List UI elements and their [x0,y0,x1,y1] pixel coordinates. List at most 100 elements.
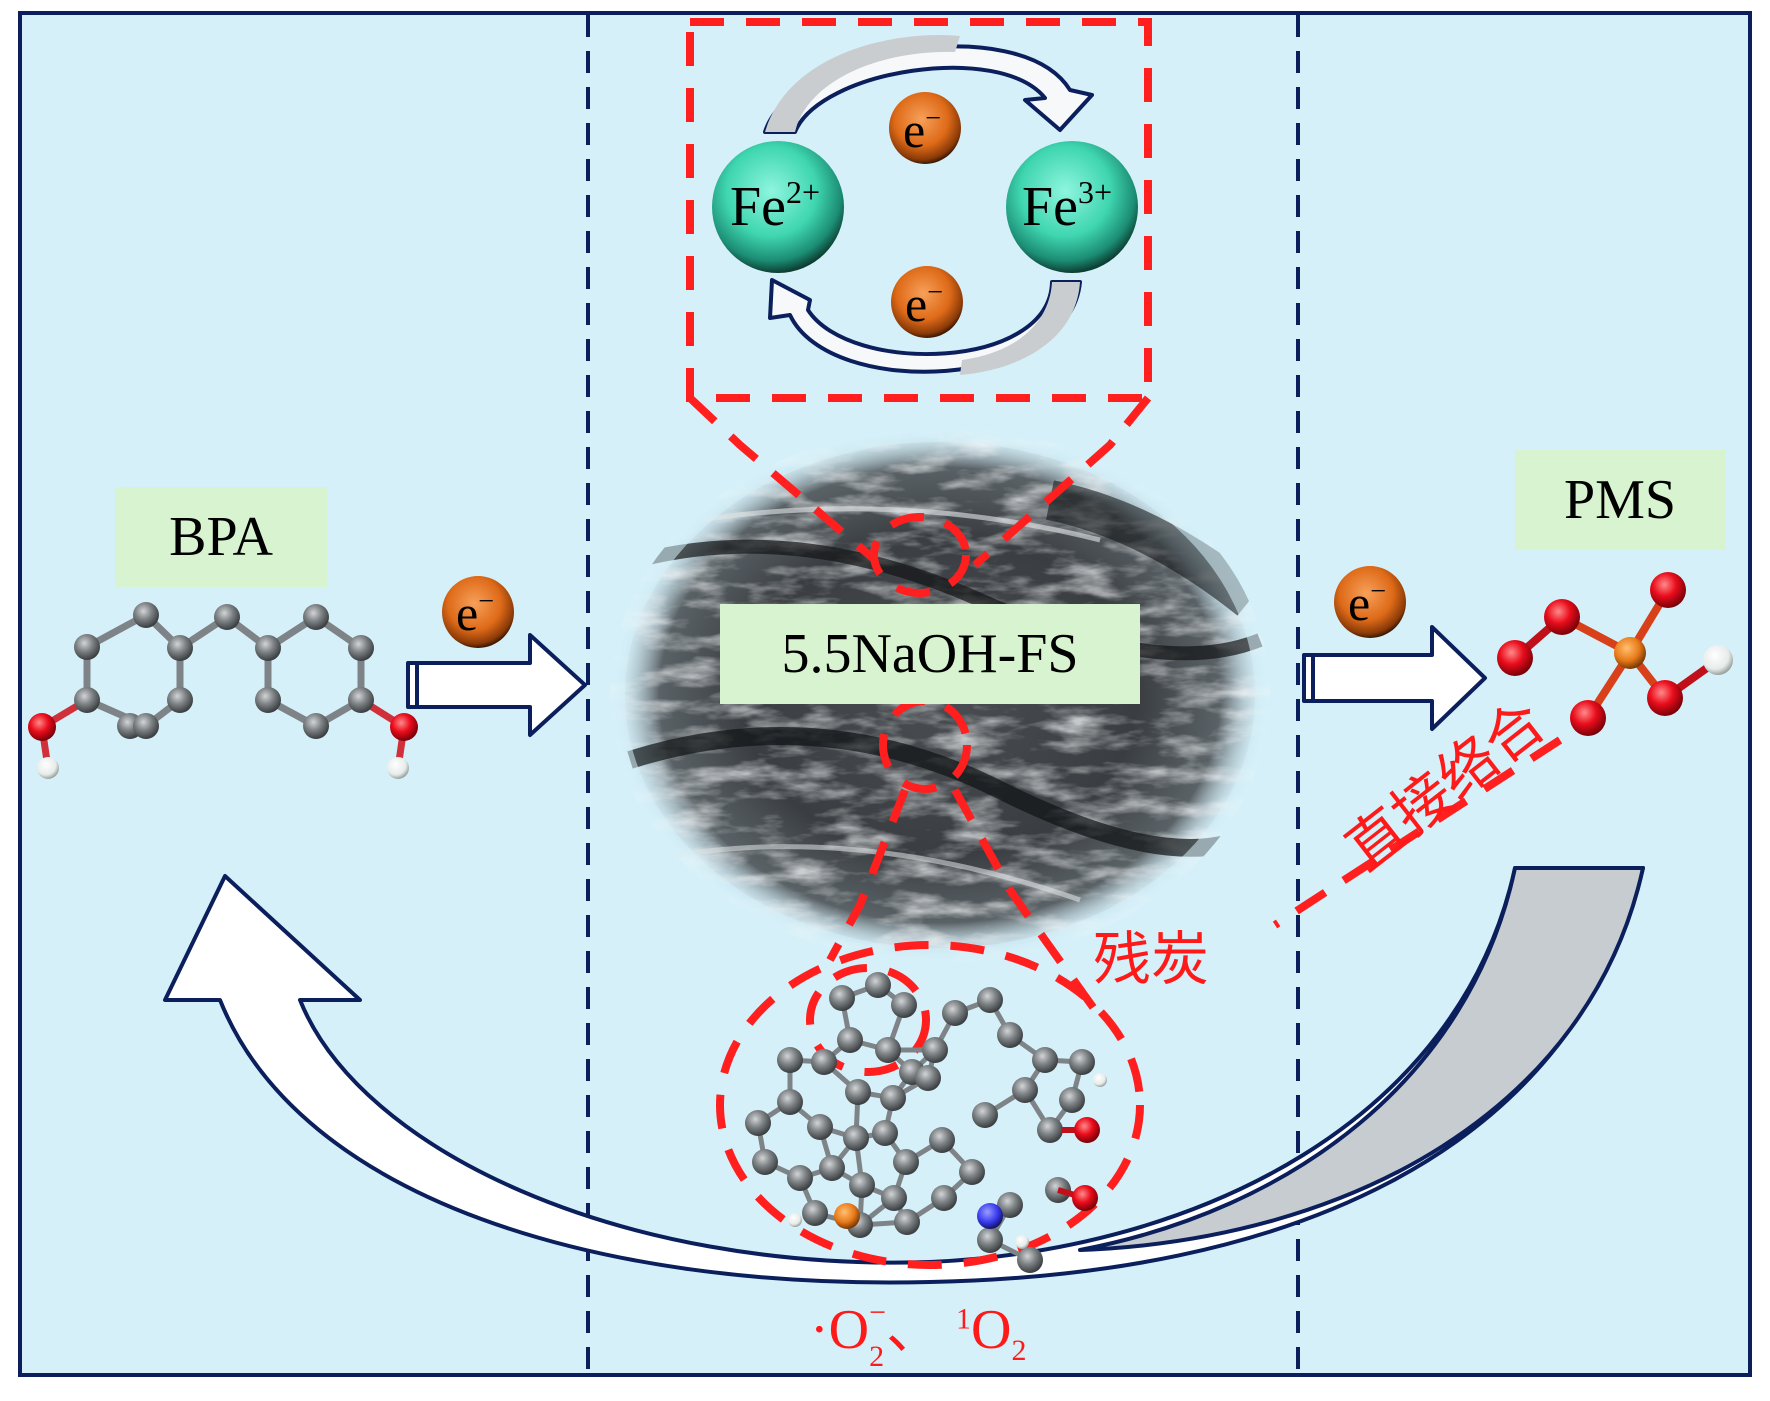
carbon-atom [255,687,281,713]
oxygen-atom [1650,572,1686,608]
carbon-atom [875,1037,901,1063]
oxygen-atom [1074,1117,1100,1143]
redox-cycle-arrows [763,35,1094,375]
carbon-atom [891,992,917,1018]
iron-cycle-box [686,18,1152,1013]
oxygen-atom [1497,640,1533,676]
carbon-atom [1059,1087,1085,1113]
fe3-ion: Fe3+ [1006,141,1138,273]
carbon-atom [959,1159,985,1185]
oxygen-atom [1544,599,1580,635]
carbon-atom [807,1114,833,1140]
carbon-atom [133,602,159,628]
singlet-oxygen-label: 1O2 [956,1299,1027,1368]
carbon-atom [929,1127,955,1153]
carbon-atom [977,987,1003,1013]
carbon-atom [777,1047,803,1073]
carbon-atom [997,1192,1023,1218]
carbon-atom [845,1079,871,1105]
pms-label: PMS [1515,450,1725,550]
carbon-atom [893,1149,919,1175]
carbon-atom [777,1089,803,1115]
pms-molecule [1497,572,1733,736]
hydrogen-atom [1015,1235,1029,1249]
residual-carbon-label: 残炭 [1093,925,1210,993]
oxygen-atom [28,713,56,741]
electron-right: e− [1334,566,1406,638]
carbon-atom [829,985,855,1011]
carbon-atom [977,1227,1003,1253]
carbon-atom [872,1120,898,1146]
svg-text:Fe2+: Fe2+ [730,174,820,238]
carbon-atom [1017,1247,1043,1273]
carbon-atom [880,1085,906,1111]
carbon-atom [972,1102,998,1128]
svg-text:e−: e− [456,585,494,641]
carbon-atom [915,1065,941,1091]
carbon-atom [74,634,100,660]
carbon-atom [931,1185,957,1211]
carbon-atom [214,604,240,630]
carbon-atom [1012,1077,1038,1103]
svg-text:e−: e− [903,102,941,158]
hydrogen-atom [1703,645,1733,675]
hydrogen-atom [37,757,59,779]
carbon-atom [752,1149,778,1175]
superoxide-label: ·O−2 [810,1296,887,1374]
svg-text:e−: e− [1348,575,1386,631]
carbon-structure-outline [716,941,1144,1269]
carbon-atom [348,687,374,713]
separator: 、 [886,1299,943,1361]
bpa-label: BPA [115,487,327,587]
carbon-atom [865,972,891,998]
carbon-atom [1037,1117,1063,1143]
hydrogen-atom [387,757,409,779]
oxygen-atom [390,713,418,741]
carbon-atom [303,713,329,739]
carbon-atom [894,1209,920,1235]
carbon-atom [745,1110,771,1136]
sulfur-atom [1614,637,1646,669]
svg-text:Fe3+: Fe3+ [1022,174,1112,238]
hydrogen-atom [1093,1073,1107,1087]
bpa-molecule [28,602,418,779]
nitrogen-atom [977,1203,1003,1229]
oxygen-atom [1072,1185,1098,1211]
carbon-atom [1069,1049,1095,1075]
carbon-atom [348,635,374,661]
carbon-atom [881,1185,907,1211]
arrow-catalyst-to-pms [1302,625,1487,731]
carbon-atom [843,1125,869,1151]
electron-top: e− [889,92,961,164]
carbon-atom [133,713,159,739]
carbon-lattice [745,972,1107,1273]
carbon-atom [167,635,193,661]
carbon-atom [167,687,193,713]
carbon-atom [303,604,329,630]
carbon-atom [74,687,100,713]
oxygen-atom [1570,700,1606,736]
carbon-atom [787,1165,813,1191]
electron-left: e− [442,576,514,648]
carbon-atom [997,1022,1023,1048]
direct-complex-line [1272,736,1563,929]
ros-label: ·O−2、 1O2 [810,1284,1026,1372]
carbon-atom [942,1000,968,1026]
carbon-atom [802,1200,828,1226]
carbon-atom [1032,1047,1058,1073]
sulfur-atom [834,1203,860,1229]
material-label: 5.5NaOH-FS [720,604,1140,704]
carbon-atom [819,1155,845,1181]
carbon-atom [255,635,281,661]
svg-text:e−: e− [905,276,943,332]
hydrogen-atom [788,1213,802,1227]
arrow-bpa-to-catalyst [406,633,587,737]
carbon-atom [922,1037,948,1063]
carbon-atom [849,1172,875,1198]
return-arrow [163,866,1645,1285]
electron-bottom: e− [891,266,963,338]
oxygen-atom [1647,680,1683,716]
carbon-atom [837,1027,863,1053]
